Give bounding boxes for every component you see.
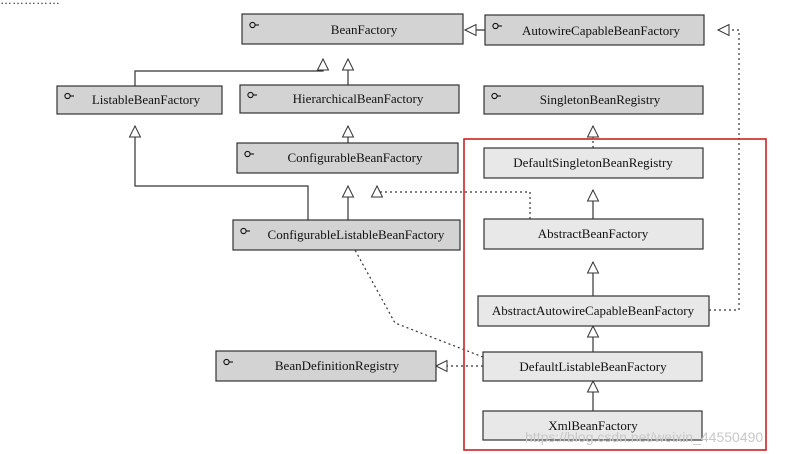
- node-beandefinitionregistry[interactable]: BeanDefinitionRegistry: [215, 350, 437, 382]
- edge-listable-to-beanfactory: [134, 57, 330, 86]
- edge-defaultlistable-to-configurablelistable: [342, 234, 484, 358]
- interface-lollipop-icon: [244, 150, 254, 158]
- node-configurablelistablebeanfactory[interactable]: ConfigurableListableBeanFactory: [232, 219, 461, 251]
- node-xmlbeanfactory[interactable]: XmlBeanFactory: [482, 410, 703, 441]
- node-label: XmlBeanFactory: [548, 418, 638, 433]
- node-label: AbstractAutowireCapableBeanFactory: [492, 303, 695, 318]
- interface-lollipop-icon: [249, 21, 259, 29]
- node-listablebeanfactory[interactable]: ListableBeanFactory: [56, 85, 223, 115]
- highlight-frame: [463, 138, 767, 451]
- node-label: ConfigurableListableBeanFactory: [268, 227, 445, 242]
- interface-lollipop-icon: [491, 92, 501, 100]
- node-label: HierarchicalBeanFactory: [293, 91, 424, 106]
- node-defaultlistablebeanfactory[interactable]: DefaultListableBeanFactory: [482, 351, 703, 382]
- edge-abstractautowire-to-autowirecapable: [709, 23, 740, 311]
- node-abstractautowirecapablebeanfactory[interactable]: AbstractAutowireCapableBeanFactory: [477, 295, 710, 327]
- node-label: AutowireCapableBeanFactory: [522, 23, 681, 38]
- node-singletonbeanregistry[interactable]: SingletonBeanRegistry: [483, 85, 704, 115]
- node-beanfactory[interactable]: BeanFactory: [241, 13, 464, 45]
- node-label: SingletonBeanRegistry: [540, 92, 661, 107]
- node-label: ListableBeanFactory: [92, 92, 201, 107]
- node-defaultsingletonbeanregistry[interactable]: DefaultSingletonBeanRegistry: [483, 147, 704, 179]
- edge-abstractbeanfactory-to-configurable: [370, 184, 531, 219]
- node-label: BeanDefinitionRegistry: [275, 358, 400, 373]
- watermark: https://blog.csdn.net/weixin_44550490: [525, 429, 763, 445]
- class-nodes: BeanFactory AutowireCapableBeanFactory L…: [56, 13, 710, 441]
- interface-lollipop-icon: [240, 227, 250, 235]
- node-label: BeanFactory: [331, 22, 398, 37]
- edge-configurablelistable-to-listable: [128, 124, 309, 220]
- node-abstractbeanfactory[interactable]: AbstractBeanFactory: [483, 218, 704, 250]
- node-label: AbstractBeanFactory: [538, 226, 649, 241]
- interface-lollipop-icon: [247, 91, 257, 99]
- node-hierarchicalbeanfactory[interactable]: HierarchicalBeanFactory: [239, 84, 460, 114]
- node-configurablebeanfactory[interactable]: ConfigurableBeanFactory: [236, 142, 459, 174]
- node-label: DefaultListableBeanFactory: [519, 359, 667, 374]
- inheritance-edges: [128, 23, 740, 411]
- interface-lollipop-icon: [64, 92, 74, 100]
- node-label: DefaultSingletonBeanRegistry: [513, 155, 673, 170]
- header-fragment: ……………: [0, 0, 60, 7]
- node-autowirecapablebeanfactory[interactable]: AutowireCapableBeanFactory: [484, 14, 705, 46]
- interface-lollipop-icon: [492, 22, 502, 30]
- node-label: ConfigurableBeanFactory: [287, 150, 423, 165]
- interface-lollipop-icon: [223, 358, 233, 366]
